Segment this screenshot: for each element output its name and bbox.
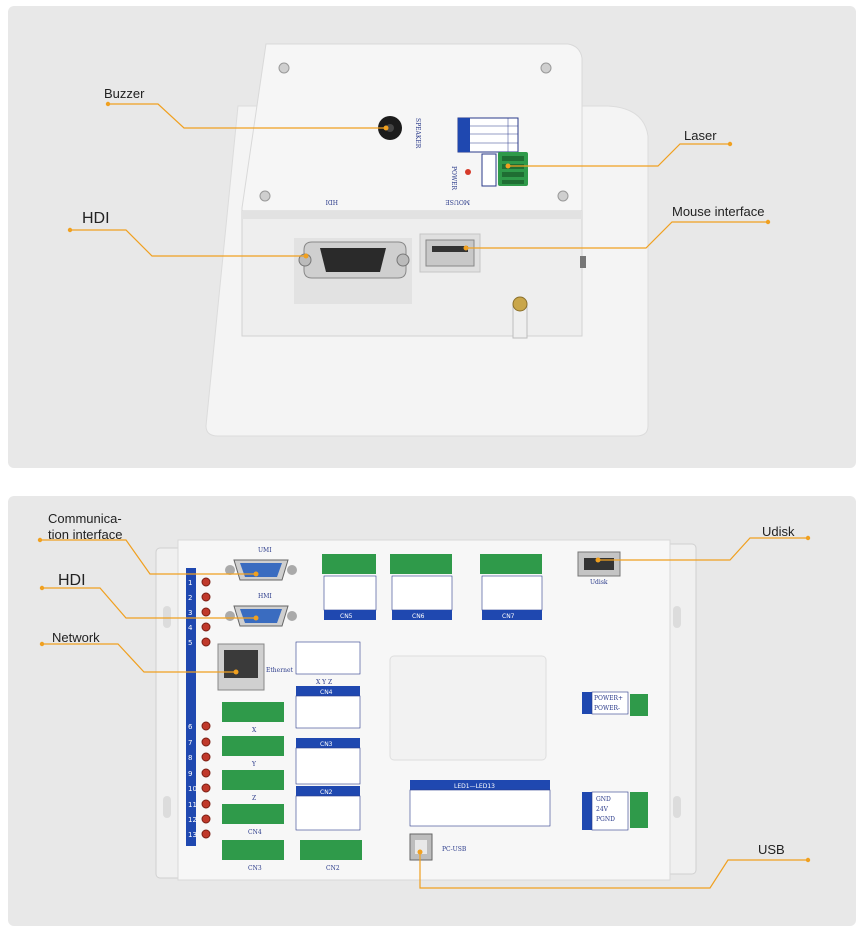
led-indicator: [201, 622, 211, 632]
led-indicator: [201, 768, 211, 778]
led-indicator: [201, 752, 211, 762]
power-label: POWER: [450, 166, 457, 191]
hmi-label: HMI: [258, 593, 272, 600]
hdi-label-bottom: HDI: [58, 572, 86, 589]
hdi-port-label: HDI: [325, 198, 338, 205]
buzzer-label: Buzzer: [104, 86, 145, 101]
led-indicator: [201, 814, 211, 824]
power-minus-label: POWER-: [594, 705, 620, 712]
communication-db9-port: [240, 563, 282, 577]
communication-label-line1: Communica-: [48, 511, 122, 526]
y-connector-label: Y: [251, 761, 257, 768]
power-plus-label: POWER+: [594, 695, 623, 702]
cn4-connector-label: CN4: [248, 829, 262, 836]
pc-usb-label: PC-USB: [442, 846, 467, 853]
ethernet-port: [224, 650, 258, 678]
speaker-label: SPEAKER: [414, 118, 421, 149]
device-photo-panel: SPEAKER POWER HDI MOUSE: [8, 6, 856, 468]
led-indicator: [201, 799, 211, 809]
led-number: 13: [188, 831, 197, 839]
led-number: 6: [188, 723, 193, 731]
xyz-label: X Y Z: [316, 679, 332, 686]
umi-label: UMI: [258, 547, 272, 554]
udisk-usb-port: [584, 558, 614, 570]
cn5-label: CN5: [340, 613, 353, 620]
led-indicator: [201, 607, 211, 617]
cn3-connector-label: CN3: [248, 865, 262, 872]
led-indicator: [201, 783, 211, 793]
cn3-table-label: CN3: [320, 741, 333, 748]
led-indicator: [201, 577, 211, 587]
led-number: 9: [188, 770, 192, 778]
cn7-label: CN7: [502, 613, 515, 620]
udisk-board-label: Udisk: [590, 579, 608, 586]
communication-label-line2: tion interface: [48, 527, 123, 542]
pgnd-label: PGND: [596, 816, 615, 823]
led-number: 3: [188, 609, 192, 617]
led-indicator: [201, 829, 211, 839]
mouse-usb-port: [425, 239, 475, 267]
led-indicator: [201, 592, 211, 602]
callout-lines-bottom: [40, 537, 808, 889]
led-indicator: [201, 721, 211, 731]
led-table-header: LED1—LED13: [454, 783, 495, 790]
network-label: Network: [52, 630, 100, 645]
device-photo: SPEAKER POWER HDI MOUSE: [67, 43, 771, 437]
led-indicator: [201, 637, 211, 647]
hdi-db9-port-board: [240, 609, 282, 623]
led-number: 4: [188, 624, 193, 632]
callout-lines: [70, 103, 768, 257]
cn4-table-label: CN4: [320, 689, 333, 696]
led-number: 1: [188, 579, 192, 587]
z-connector-label: Z: [252, 795, 256, 802]
led-number: 8: [188, 754, 192, 762]
udisk-label: Udisk: [762, 524, 795, 539]
led-number: 5: [188, 639, 192, 647]
led-number: 11: [188, 801, 197, 809]
led-indicator: [201, 737, 211, 747]
led-number: 7: [188, 739, 192, 747]
led-number: 2: [188, 594, 192, 602]
hdi-db9-port: [320, 248, 386, 272]
led-number: 10: [188, 785, 197, 793]
mouse-port-label: MOUSE: [445, 198, 470, 205]
x-connector-label: X: [252, 727, 257, 734]
hdi-label-top: HDI: [82, 210, 110, 227]
laser-label: Laser: [684, 128, 717, 143]
cn2-table-label: CN2: [320, 789, 333, 796]
ethernet-label: Ethernet: [266, 667, 293, 674]
usb-label: USB: [758, 842, 785, 857]
cn6-label: CN6: [412, 613, 425, 620]
mouse-interface-label: Mouse interface: [672, 204, 765, 219]
v24-label: 24V: [596, 806, 609, 813]
gnd-label: GND: [596, 796, 611, 803]
cn2-connector-label: CN2: [326, 865, 340, 872]
led-number: 12: [188, 816, 197, 824]
